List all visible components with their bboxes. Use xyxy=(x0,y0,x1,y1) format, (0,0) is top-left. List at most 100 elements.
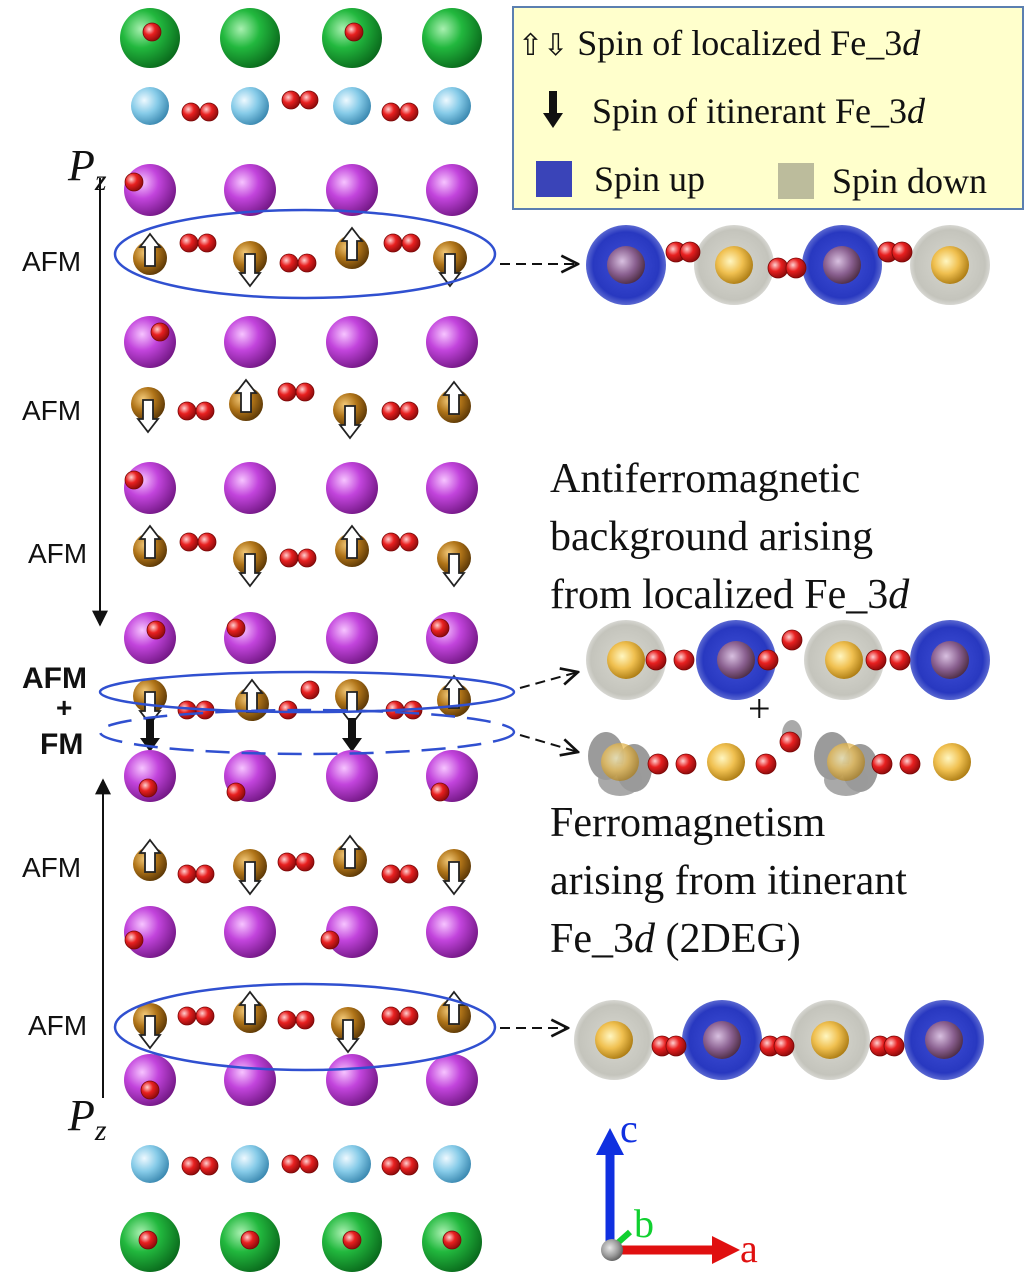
magenta-atom xyxy=(326,612,378,664)
oxygen-atom xyxy=(442,1230,462,1250)
blue-atom xyxy=(231,1145,269,1183)
oxygen-atom xyxy=(297,548,317,568)
magenta-atom xyxy=(124,316,176,368)
oxygen-atom xyxy=(673,649,695,671)
fe-core xyxy=(931,641,969,679)
itinerant-spin-arrow xyxy=(140,718,160,752)
polarization-label-bottom: Pz xyxy=(67,1091,107,1147)
spin-up-hollow-arrow xyxy=(238,990,262,1025)
oxygen-atom xyxy=(138,1230,158,1250)
oxygen-atom xyxy=(197,233,217,253)
oxygen-atom xyxy=(181,102,201,122)
oxygen-atom xyxy=(757,649,779,671)
oxygen-atom xyxy=(755,753,777,775)
blue-atom xyxy=(231,87,269,125)
fe-core xyxy=(933,743,971,781)
oxygen-atom xyxy=(138,778,158,798)
magenta-atom xyxy=(326,1054,378,1106)
annotation-plus: + xyxy=(748,686,771,731)
oxygen-atom xyxy=(295,382,315,402)
oxygen-atom xyxy=(277,382,297,402)
fe-core xyxy=(827,743,865,781)
oxygen-atom xyxy=(320,930,340,950)
magenta-atom xyxy=(224,462,276,514)
magenta-atom xyxy=(426,1054,478,1106)
annotation-fm-line-2: arising from itinerant xyxy=(550,858,907,904)
blue-atom xyxy=(433,87,471,125)
fe-core xyxy=(595,1021,633,1059)
spin-density-rows xyxy=(574,225,990,1080)
annotation-afm-line-2: background arising xyxy=(550,514,873,560)
axis-b-label: b xyxy=(634,1201,654,1246)
oxygen-atom xyxy=(300,680,320,700)
axes-indicator: c b a xyxy=(596,1106,758,1271)
axis-a-head xyxy=(712,1236,740,1264)
oxygen-atom xyxy=(142,22,162,42)
itinerant-spin-arrow xyxy=(342,718,362,752)
oxygen-atom xyxy=(299,1154,319,1174)
oxygen-atom xyxy=(891,241,913,263)
fe-core xyxy=(811,1021,849,1059)
legend-itinerant-text: Spin of itinerant Fe_3 xyxy=(592,91,907,131)
layer-label-afm-4: AFM xyxy=(22,852,81,883)
fe-core xyxy=(707,743,745,781)
oxygen-atom xyxy=(679,241,701,263)
oxygen-atom xyxy=(124,172,144,192)
spin-up-hollow-arrow xyxy=(138,232,162,267)
oxygen-atom xyxy=(381,532,401,552)
oxygen-atom xyxy=(281,90,301,110)
oxygen-atom xyxy=(226,618,246,638)
green-atom xyxy=(422,8,482,68)
legend: ⇧⇩ Spin of localized Fe_3d Spin of itine… xyxy=(512,6,1024,210)
layer-label-mixed-plus: + xyxy=(56,692,72,723)
oxygen-atom xyxy=(197,532,217,552)
oxygen-atom xyxy=(647,753,669,775)
magenta-atom xyxy=(124,750,176,802)
spin-up-hollow-arrow xyxy=(442,674,466,709)
legend-localized-text: Spin of localized Fe_3 xyxy=(577,23,903,63)
oxygen-atom xyxy=(381,1156,401,1176)
magenta-atom xyxy=(224,1054,276,1106)
magenta-atom xyxy=(426,906,478,958)
oxygen-atom xyxy=(124,930,144,950)
magenta-atom xyxy=(224,164,276,216)
magenta-atom xyxy=(426,462,478,514)
magenta-atom xyxy=(326,164,378,216)
interface-ellipse-solid xyxy=(98,670,516,714)
magenta-atom xyxy=(124,1054,176,1106)
oxygen-atom xyxy=(381,102,401,122)
oxygen-atom xyxy=(785,257,807,279)
spin-up-hollow-arrow xyxy=(340,524,364,559)
annotation-fm-line-1: Ferromagnetism xyxy=(550,800,826,846)
green-atom xyxy=(220,8,280,68)
oxygen-atom xyxy=(899,753,921,775)
afm-layer-ellipse-bottom xyxy=(113,982,497,1072)
oxygen-atom xyxy=(399,102,419,122)
oxygen-atom xyxy=(383,233,403,253)
oxygen-atom xyxy=(381,864,401,884)
legend-itinerant-d: d xyxy=(906,91,925,131)
interface-ellipse-dashed xyxy=(98,708,516,756)
magenta-atom xyxy=(326,750,378,802)
crystal-structure xyxy=(120,8,482,1272)
fe-core xyxy=(717,641,755,679)
spin-up-label: Spin up xyxy=(594,159,706,199)
spin-down-swatch xyxy=(778,163,814,199)
oxygen-atom xyxy=(399,864,419,884)
spin-up-hollow-arrow xyxy=(442,380,466,415)
spin-down-hollow-arrow xyxy=(238,553,262,588)
oxygen-atom xyxy=(781,629,803,651)
layer-label-afm-5: AFM xyxy=(28,1010,87,1041)
oxygen-atom xyxy=(195,401,215,421)
fe-core xyxy=(931,246,969,284)
oxygen-atom xyxy=(179,233,199,253)
oxygen-atom xyxy=(295,852,315,872)
magenta-atom xyxy=(326,316,378,368)
oxygen-atom xyxy=(150,322,170,342)
spin-down-hollow-arrow xyxy=(338,405,362,440)
spin-down-hollow-arrow xyxy=(442,861,466,896)
fe-core xyxy=(607,246,645,284)
layer-label-mixed-fm: FM xyxy=(40,728,83,761)
spin-down-hollow-arrow xyxy=(238,861,262,896)
